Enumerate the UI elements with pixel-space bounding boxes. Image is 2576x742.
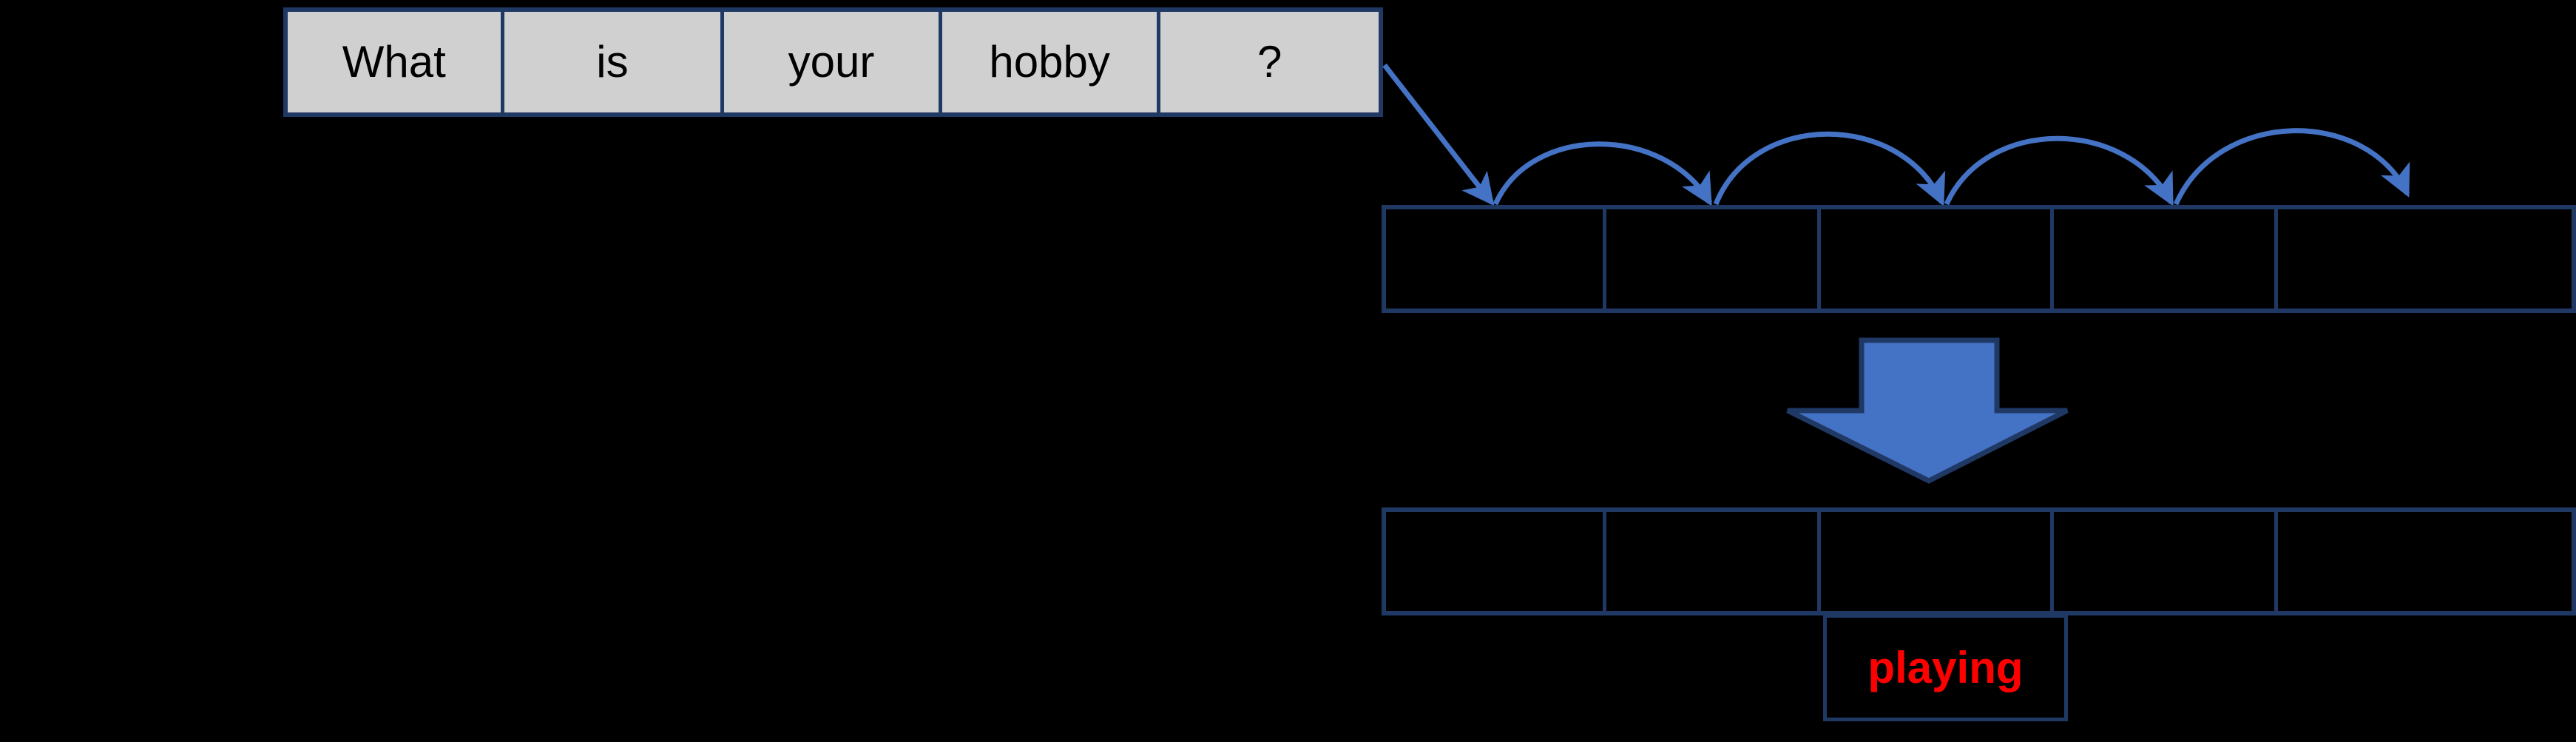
- transform-down-arrow: [1786, 337, 2069, 484]
- generated-word-cell[interactable]: playing: [1823, 614, 2068, 721]
- hop-arrow-1: [1492, 141, 1713, 206]
- hop-arrow-2: [1713, 131, 1946, 206]
- input-token-label: your: [788, 37, 875, 87]
- input-token-cell[interactable]: hobby: [942, 12, 1161, 112]
- decoder-slot[interactable]: [1606, 512, 1821, 611]
- input-token-cell[interactable]: ?: [1160, 12, 1379, 112]
- generated-word-label: playing: [1867, 642, 2024, 692]
- encoder-table: [1382, 205, 2576, 313]
- decoder-table: [1382, 507, 2576, 615]
- input-token-cell[interactable]: What: [288, 12, 504, 112]
- encoder-slot[interactable]: [1606, 209, 1821, 308]
- input-token-label: What: [342, 37, 446, 87]
- input-token-label: is: [596, 37, 629, 87]
- hop-arrow-3: [1944, 135, 2174, 206]
- decoder-slot[interactable]: [2278, 512, 2572, 611]
- encoder-slot[interactable]: [1386, 209, 1606, 308]
- hop-arrow-4: [2173, 128, 2410, 206]
- token-feed-arrow: [1382, 63, 1495, 206]
- decoder-slot[interactable]: [1386, 512, 1606, 611]
- input-token-cell[interactable]: is: [504, 12, 725, 112]
- input-token-label: ?: [1257, 37, 1282, 87]
- input-token-cell[interactable]: your: [724, 12, 942, 112]
- encoder-slot[interactable]: [1821, 209, 2055, 308]
- encoder-slot[interactable]: [2278, 209, 2572, 308]
- encoder-slot[interactable]: [2054, 209, 2279, 308]
- decoder-slot[interactable]: [2054, 512, 2279, 611]
- input-sentence-table: What is your hobby ?: [283, 7, 1383, 117]
- input-token-label: hobby: [989, 37, 1110, 87]
- decoder-slot[interactable]: [1821, 512, 2055, 611]
